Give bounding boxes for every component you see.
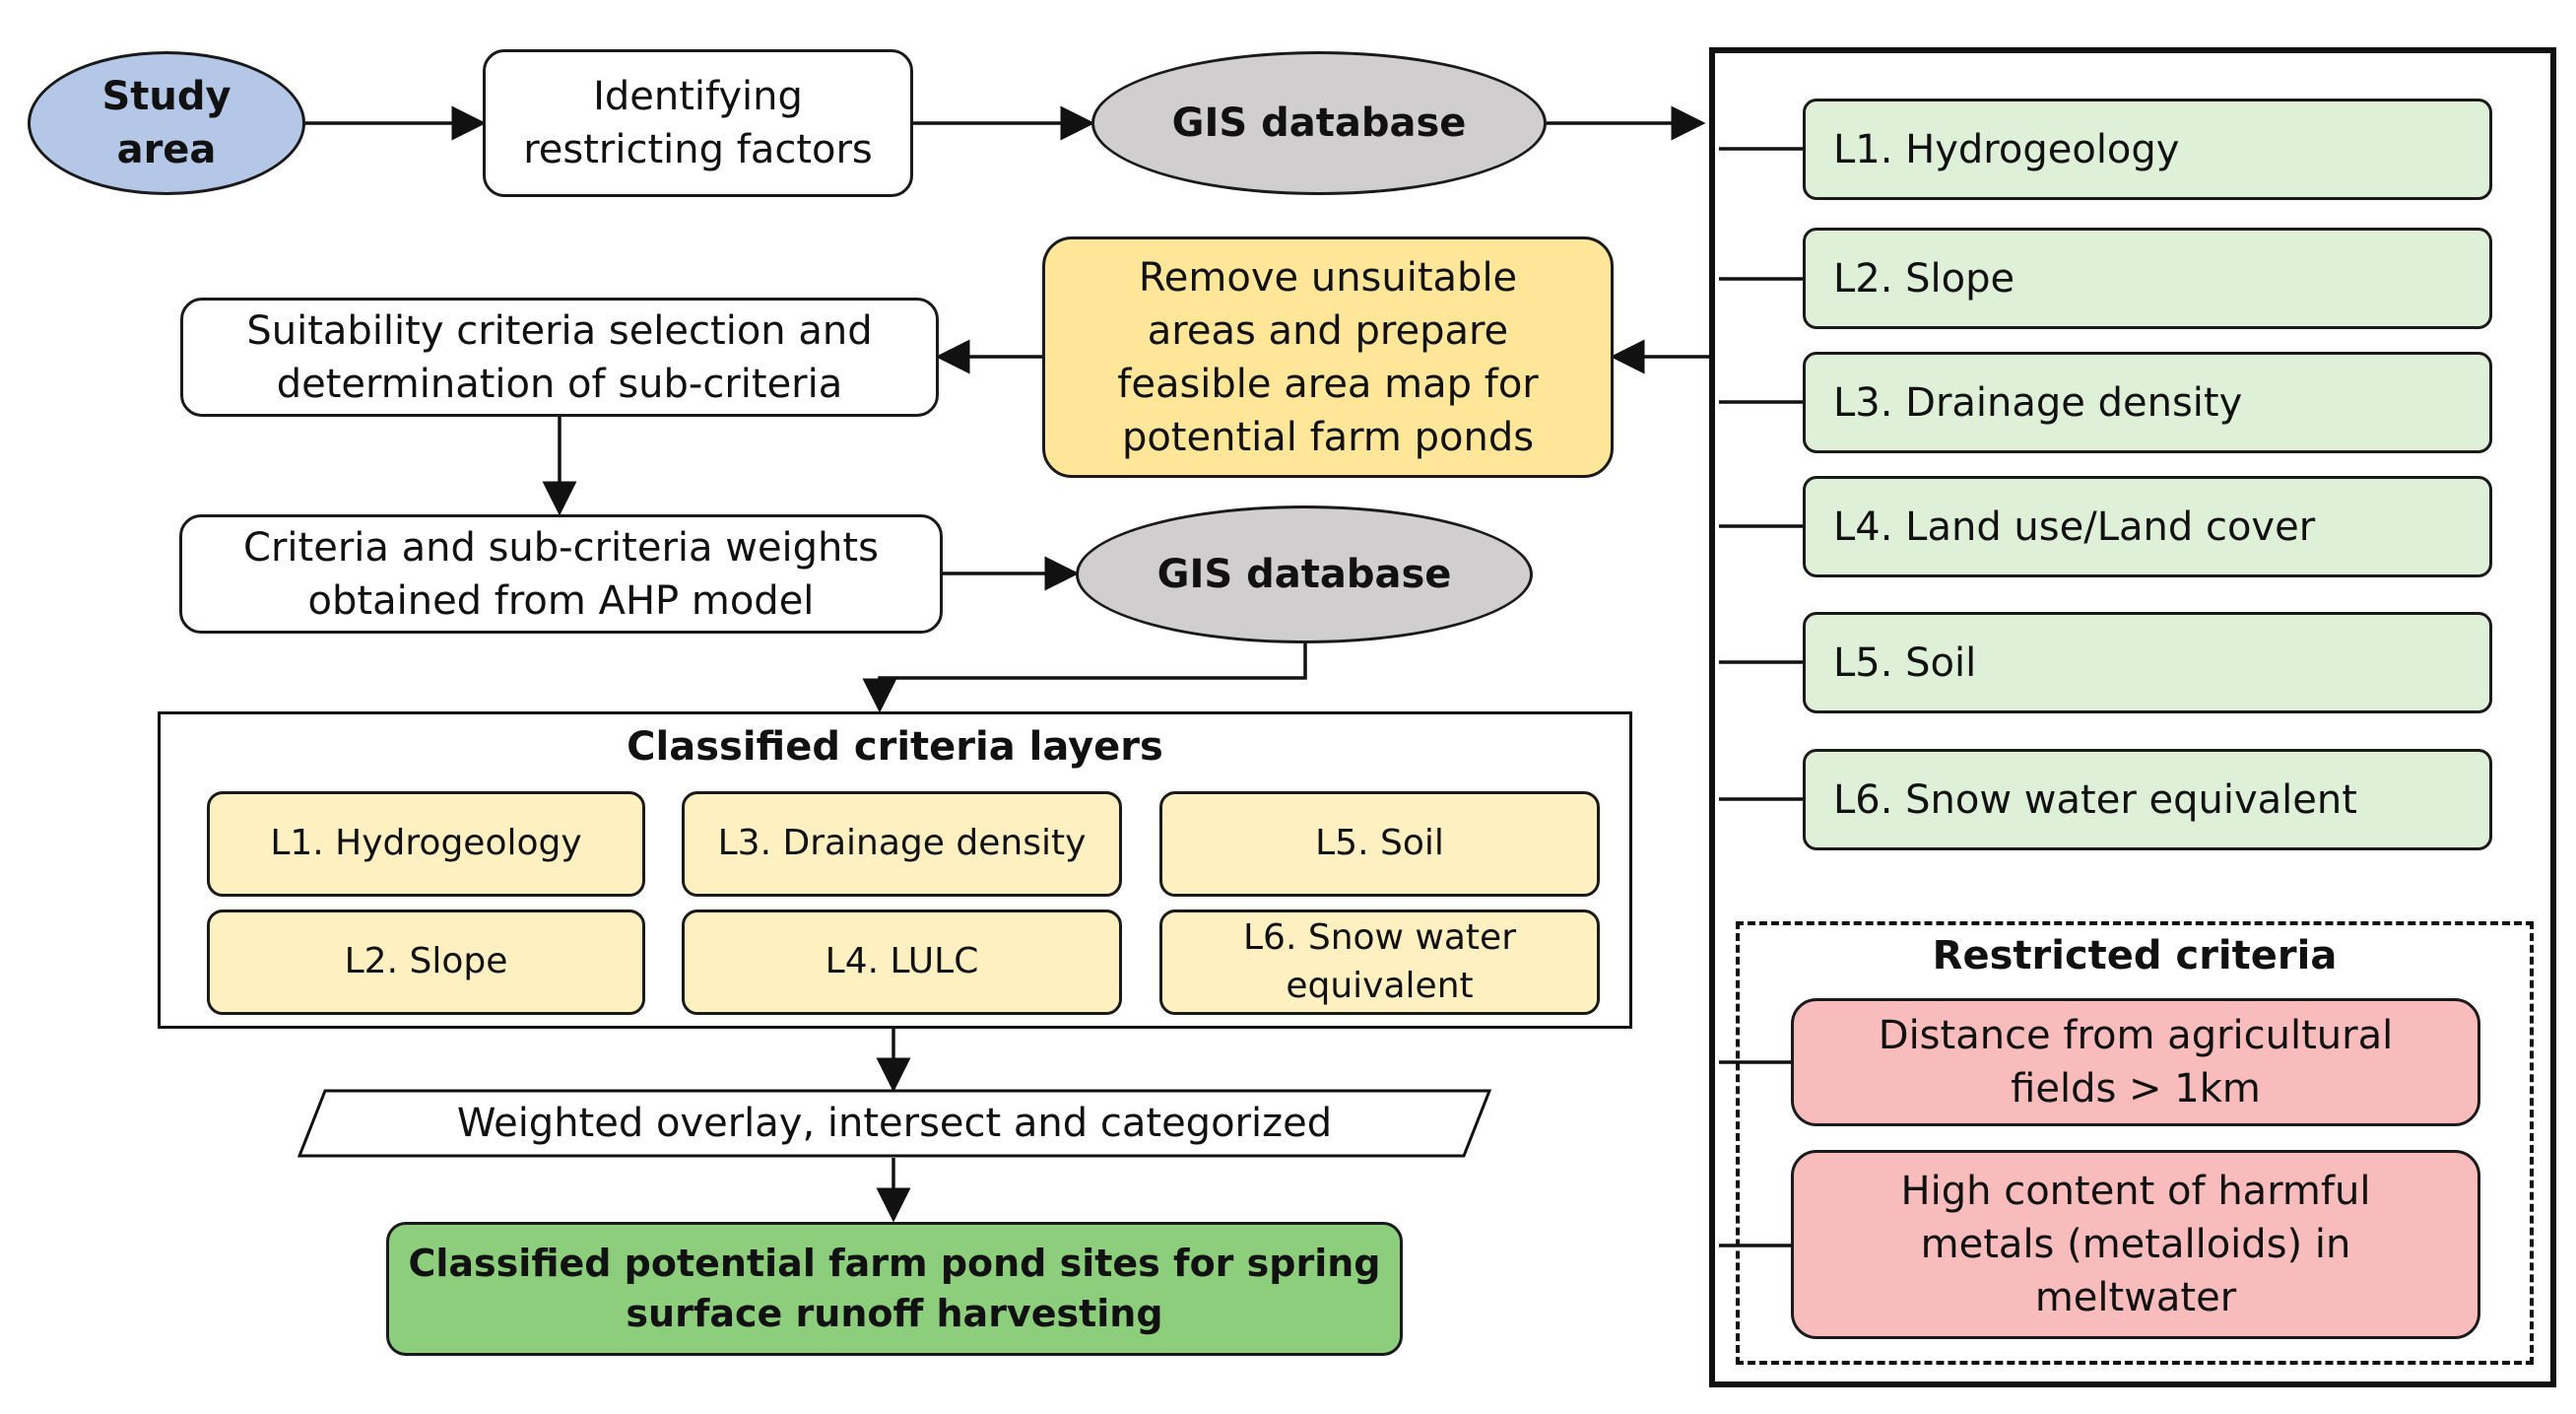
final-output-label: Classified potential farm pond sites for… [408,1241,1381,1335]
remove-unsuitable-node: Remove unsuitable areas and prepare feas… [1042,236,1614,478]
classified-layer-item: L5. Soil [1159,791,1600,897]
weighted-overlay-shape [297,1089,1492,1158]
gis-database-label-2: GIS database [1156,552,1452,597]
criteria-weights-label: Criteria and sub-criteria weights obtain… [243,524,879,624]
criteria-weights-node: Criteria and sub-criteria weights obtain… [179,514,943,634]
classified-layers-box [158,711,1632,1029]
layers-frame [1709,47,2556,1387]
right-layer-item: L3. Drainage density [1803,352,2492,453]
classified-layer-item: L2. Slope [207,909,645,1015]
restricted-item: High content of harmful metals (metalloi… [1791,1150,2480,1339]
right-layer-item: L6. Snow water equivalent [1803,749,2492,850]
final-output-node: Classified potential farm pond sites for… [386,1222,1403,1356]
right-layer-item: L5. Soil [1803,612,2492,713]
suitability-node: Suitability criteria selection and deter… [180,298,939,417]
suitability-label: Suitability criteria selection and deter… [246,307,873,407]
classified-layer-item: L1. Hydrogeology [207,791,645,897]
study-area-label: Study area [101,74,231,172]
restricted-criteria-title: Restricted criteria [1932,933,2338,978]
right-layer-item: L2. Slope [1803,228,2492,329]
study-area-node: Study area [28,51,305,195]
classified-layers-title: Classified criteria layers [627,724,1163,770]
weighted-overlay-label: Weighted overlay, intersect and categori… [456,1101,1333,1146]
right-layer-item: L4. Land use/Land cover [1803,476,2492,577]
restricted-item: Distance from agricultural fields > 1km [1791,998,2480,1126]
classified-layer-item: L4. LULC [682,909,1122,1015]
identifying-label: Identifying restricting factors [523,74,873,172]
classified-layer-item: L6. Snow water equivalent [1159,909,1600,1015]
gis-database-node-1: GIS database [1091,51,1547,195]
restricted-item-label: Distance from agricultural fields > 1km [1878,1013,2394,1111]
restricted-frame [1736,921,2534,1365]
gis-database-node-2: GIS database [1076,505,1533,643]
gis-database-label-1: GIS database [1171,101,1467,146]
remove-unsuitable-label: Remove unsuitable areas and prepare feas… [1117,254,1539,460]
classified-layer-item: L3. Drainage density [682,791,1122,897]
classified-layer-label: L6. Snow water equivalent [1243,916,1516,1006]
right-layer-item: L1. Hydrogeology [1803,99,2492,200]
restricted-item-label: High content of harmful metals (metalloi… [1900,1169,2371,1320]
identifying-node: Identifying restricting factors [483,49,913,197]
